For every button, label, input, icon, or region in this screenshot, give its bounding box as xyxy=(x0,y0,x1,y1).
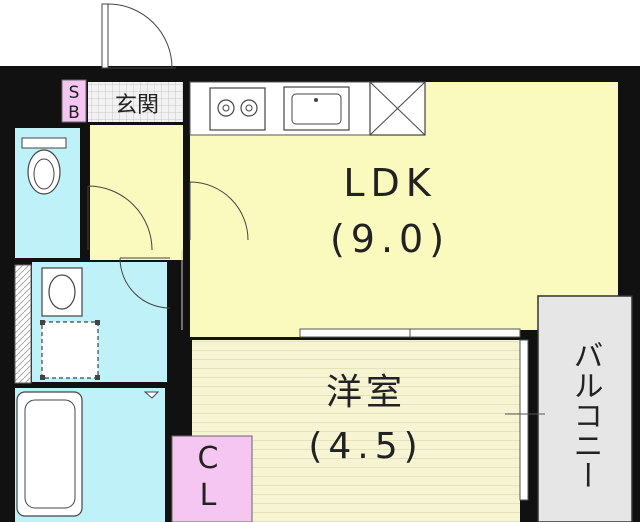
ldk-door xyxy=(189,181,249,241)
shoe-box xyxy=(61,79,87,123)
washroom-door xyxy=(119,257,171,309)
entrance-floor xyxy=(88,82,183,122)
toilet-icon xyxy=(27,149,61,195)
toilet-tank xyxy=(21,137,67,149)
balcony xyxy=(537,295,633,522)
bedroom-label: 洋室 xyxy=(326,372,406,413)
stove xyxy=(209,87,266,131)
hallway-floor xyxy=(90,125,183,260)
bathtub xyxy=(16,391,83,517)
shoe-box-label-bottom: B xyxy=(68,103,80,123)
burner-right-icon xyxy=(240,99,258,117)
closet-label-top: C xyxy=(198,441,219,476)
closet-label-bottom: L xyxy=(200,478,217,513)
washing-machine-space xyxy=(41,321,99,379)
toilet-door xyxy=(87,185,153,251)
balcony-window xyxy=(519,339,529,501)
bedroom-size-label: (4.5) xyxy=(308,426,423,467)
entrance-door xyxy=(101,3,109,69)
balcony-label: バルコニー xyxy=(568,340,603,490)
entrance-label: 玄関 xyxy=(115,93,159,118)
burner-left-icon xyxy=(217,99,235,117)
ldk-size-label: (9.0) xyxy=(330,217,450,261)
closet xyxy=(171,435,253,522)
ldk-label: LDK xyxy=(343,161,436,205)
wall-hatch xyxy=(14,264,32,384)
shoe-box-label-top: S xyxy=(69,83,80,103)
